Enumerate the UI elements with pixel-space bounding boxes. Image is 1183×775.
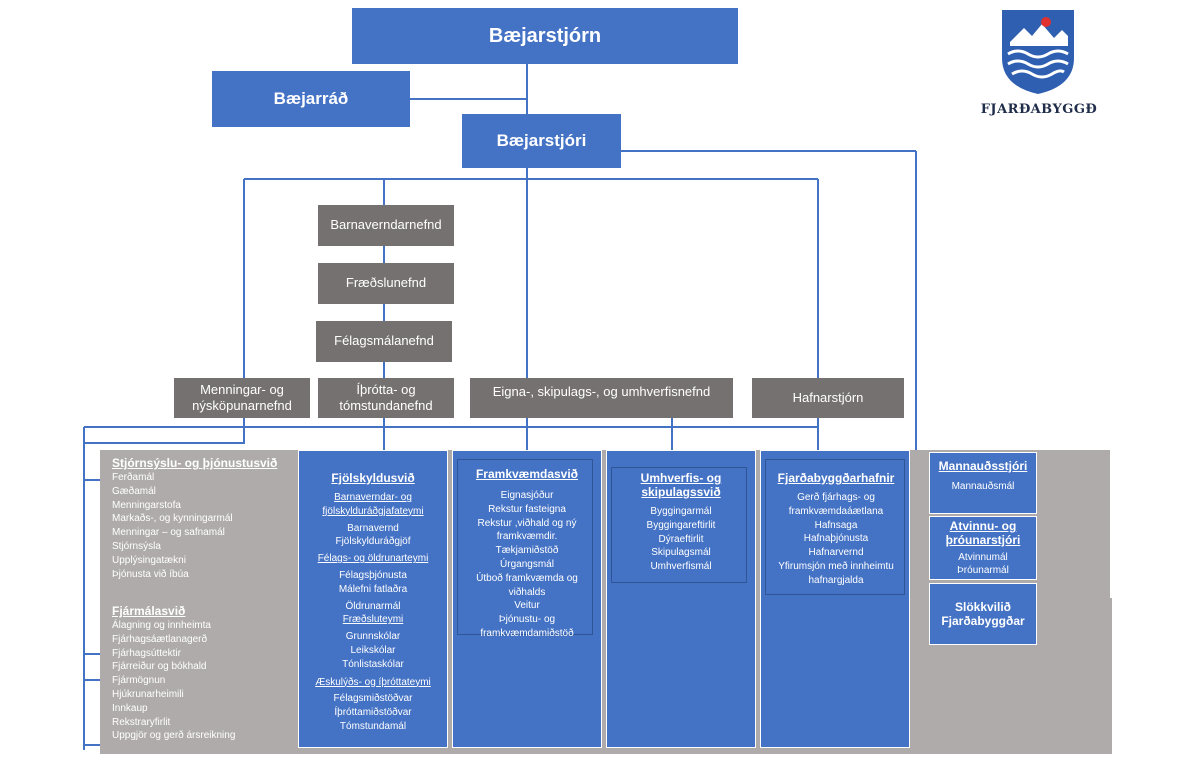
list-item: Úrgangsmál: [500, 558, 554, 570]
sports-committee: Íþrótta- og tómstundanefnd: [318, 378, 454, 418]
list-item: Stjórnsýsla: [112, 540, 161, 552]
list-item: Þjónusta við íbúa: [112, 568, 189, 580]
list-item: Tækjamiðstöð: [495, 545, 559, 557]
harbors-division-inner: [765, 459, 905, 595]
list-item: Gerð fjárhags- og framkvæmdaáætlana: [788, 492, 884, 517]
list-item: Hafnarvernd: [808, 547, 864, 559]
hr-manager-box: Mannauðsstjóri Mannauðsmál: [929, 452, 1037, 514]
family-division: Fjölskyldusvið Barnaverndar- og fjölskyl…: [298, 450, 448, 748]
list-item: Rekstur ,viðhald og ný framkvæmdir.: [477, 517, 577, 543]
list-item: Menningarstofa: [112, 499, 181, 511]
list-item: Hjúkrunarheimili: [112, 688, 184, 700]
child-protection-committee: Barnaverndarnefnd: [318, 205, 454, 246]
admin-division-title: Stjórnsýslu- og þjónustusvið: [112, 456, 278, 470]
council-box: Bæjarstjórn: [352, 8, 738, 64]
property-committee: Eigna-, skipulags-, og umhverfisnefnd: [470, 378, 733, 418]
family-team-heading: Félags- og öldrunarteymi: [317, 553, 429, 565]
harbors-division: Fjarðabyggðarhafnir Gerð fjárhags- og fr…: [760, 450, 910, 748]
list-item: Byggingareftirlit: [646, 519, 716, 531]
list-item: Rekstraryfirlit: [112, 716, 171, 728]
environment-division-content: Umhverfis- og skipulagssvið Byggingarmál…: [613, 471, 749, 574]
list-item: Fjölskylduráðgjöf: [335, 536, 411, 548]
logo-wordmark: FJARÐABYGGÐ: [980, 102, 1098, 117]
social-committee: Félagsmálanefnd: [316, 321, 452, 362]
list-item: Innkaup: [112, 702, 148, 714]
environment-division-title: Umhverfis- og skipulagssvið: [640, 471, 722, 499]
finance-division: Fjármálasvið Álagning og innheimta Fjárh…: [112, 604, 235, 743]
finance-division-title: Fjármálasvið: [112, 604, 186, 618]
list-item: Skipulagsmál: [651, 547, 711, 559]
list-item: Fjárhagsúttektir: [112, 647, 181, 659]
education-committee: Fræðslunefnd: [318, 263, 454, 304]
list-item: Öldrunarmál: [345, 600, 401, 612]
harbor-committee: Hafnarstjórn: [752, 378, 904, 418]
list-item: Þróunarmál: [957, 565, 1009, 576]
list-item: Eignasjóður: [500, 490, 554, 501]
list-item: Hafnsaga: [814, 519, 858, 531]
list-item: Veitur: [514, 600, 540, 612]
list-item: Félagsmiðstöðvar: [333, 693, 413, 705]
works-division-title: Framkvæmdasvið: [475, 467, 579, 481]
list-item: Ferðamál: [112, 472, 155, 483]
family-team-heading: Fræðsluteymi: [342, 614, 404, 626]
list-item: Álagning og innheimta: [112, 620, 211, 631]
family-team-heading: Æskulýðs- og íþróttateymi: [315, 676, 431, 688]
works-division-inner: [457, 459, 593, 635]
list-item: Yfirumsjón með innheimtu hafnargjalda: [778, 560, 894, 586]
family-team-heading: Barnaverndar- og fjölskylduráðgjafateymi: [322, 492, 424, 517]
environment-division: Umhverfis- og skipulagssvið Byggingarmál…: [606, 450, 756, 748]
list-item: Menningar – og safnamál: [112, 527, 225, 539]
list-item: Upplýsingatækni: [112, 554, 186, 566]
family-division-content: Fjölskyldusvið Barnaverndar- og fjölskyl…: [305, 471, 441, 734]
board-box: Bæjarráð: [212, 71, 410, 127]
works-division-content: Framkvæmdasvið Eignasjóður Rekstur faste…: [459, 467, 595, 641]
list-item: Hafnaþjónusta: [803, 533, 869, 545]
admin-division: Stjórnsýslu- og þjónustusvið Ferðamál Gæ…: [112, 456, 277, 581]
development-manager-title: Atvinnu- og þróunarstjóri: [945, 519, 1021, 547]
list-item: Fjárhagsáætlanagerð: [112, 633, 208, 645]
list-item: Tónlistaskólar: [342, 658, 404, 670]
culture-committee: Menningar- og nýsköpunarnefnd: [174, 378, 310, 418]
list-item: Útboð framkvæmda og viðhalds: [476, 572, 578, 598]
harbors-division-title: Fjarðabyggðarhafnir: [777, 471, 895, 485]
list-item: Fjárreiður og bókhald: [112, 661, 207, 673]
list-item: Dýraeftirlit: [658, 533, 704, 545]
development-manager-box: Atvinnu- og þróunarstjóri Atvinnumál Þró…: [929, 516, 1037, 580]
coat-of-arms-logo: [1002, 10, 1074, 94]
list-item: Tómstundamál: [339, 720, 407, 732]
family-division-title: Fjölskyldusvið: [331, 471, 415, 485]
list-item: Barnavernd: [347, 522, 399, 534]
list-item: Markaðs-, og kynningarmál: [112, 513, 233, 525]
list-item: Fjármögnun: [112, 675, 166, 687]
list-item: Gæðamál: [112, 485, 156, 497]
list-item: Rekstur fasteigna: [488, 503, 566, 515]
list-item: Mannauðsmál: [951, 481, 1015, 492]
works-division: Framkvæmdasvið Eignasjóður Rekstur faste…: [452, 450, 602, 748]
mayor-box: Bæjarstjóri: [462, 114, 621, 168]
list-item: Uppgjör og gerð ársreikning: [112, 730, 236, 742]
list-item: Félagsþjónusta: [339, 569, 407, 581]
list-item: Umhverfismál: [650, 561, 712, 573]
list-item: Íþróttamiðstöðvar: [334, 707, 412, 719]
list-item: Leikskólar: [350, 644, 396, 656]
list-item: Byggingarmál: [650, 506, 712, 517]
list-item: Þjónustu- og framkvæmdamiðstöð: [480, 614, 574, 639]
list-item: Málefni fatlaðra: [338, 583, 408, 595]
list-item: Grunnskólar: [345, 631, 401, 643]
hr-manager-title: Mannauðsstjóri: [938, 459, 1028, 473]
fire-department-box: Slökkvilið Fjarðabyggðar: [929, 583, 1037, 645]
list-item: Atvinnumál: [958, 552, 1008, 563]
harbors-division-content: Fjarðabyggðarhafnir Gerð fjárhags- og fr…: [767, 471, 905, 588]
environment-division-inner: [611, 467, 747, 583]
